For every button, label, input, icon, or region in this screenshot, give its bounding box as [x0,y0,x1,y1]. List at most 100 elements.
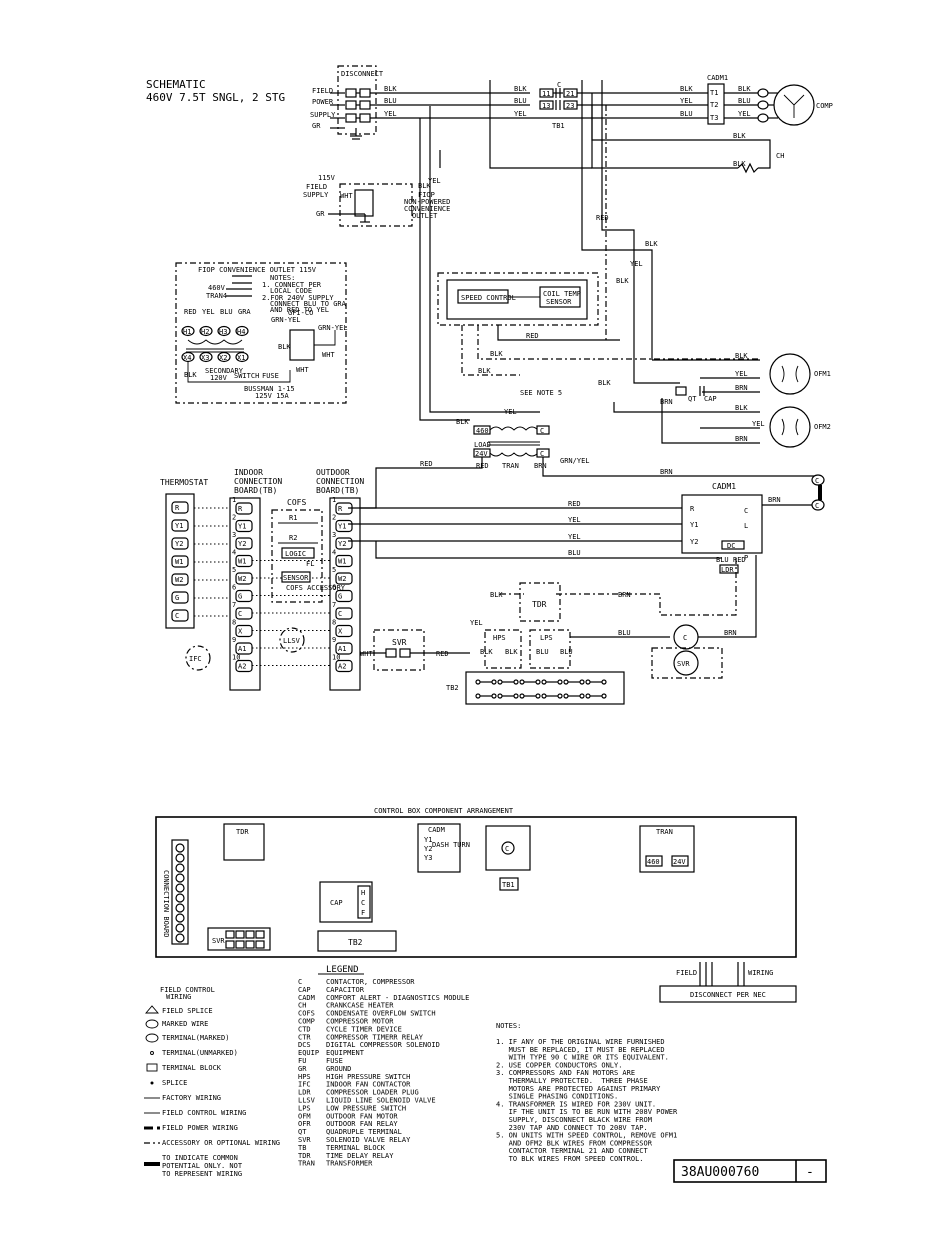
svg-text:RED: RED [436,650,449,658]
legend-desc: TERMINAL BLOCK [326,1144,386,1152]
svg-text:BUSSMAN 1-15: BUSSMAN 1-15 [244,385,295,393]
svg-text:DISCONNECT PER NEC: DISCONNECT PER NEC [690,991,766,999]
svg-text:Y2: Y2 [424,845,432,853]
outdoor_board-num: 4 [332,549,336,557]
note-line: TO BLK WIRES FROM SPEED CONTROL. [496,1155,644,1163]
svg-text:SVR: SVR [212,937,225,945]
svg-text:C: C [540,427,544,435]
non-powered-outlet: 115V FIELD SUPPLY WHT GR FIOP NON-POWERE… [303,174,450,227]
svg-text:BOARD(TB): BOARD(TB) [234,486,277,495]
supply-label: SUPPLY [310,111,336,119]
svg-text:GRN-YEL: GRN-YEL [318,324,348,332]
svg-text:FIELD POWER WIRING: FIELD POWER WIRING [162,1124,238,1132]
svg-text:C: C [815,477,819,485]
legend-abbr: DCS [298,1041,311,1049]
svg-text:X2: X2 [219,354,227,362]
svg-text:BLK: BLK [738,85,751,93]
svg-text:T2: T2 [710,101,718,109]
svg-text:SPLICE: SPLICE [162,1079,187,1087]
fiop-outlet-box [175,262,347,404]
legend-desc: QUADRUPLE TERMINAL [326,1128,402,1136]
svg-text:21: 21 [566,90,574,98]
note-line: 1. IF ANY OF THE ORIGINAL WIRE FURNISHED [496,1038,665,1046]
svg-text:BLK: BLK [645,240,658,248]
legend-desc: GROUND [326,1065,351,1073]
thermostat-term-label: Y2 [175,540,183,548]
thermostat-term-label: W2 [175,576,183,584]
tb2-block [465,671,625,705]
svg-text:SENSOR: SENSOR [283,574,309,582]
tb1-label: TB1 [552,122,565,130]
svg-text:BLK: BLK [598,379,611,387]
speed-control-label: SPEED CONTROL [461,294,516,302]
note-line: 230V TAP AND CONNECT TO 208V TAP. [496,1124,648,1132]
svg-text:POTENTIAL ONLY. NOT: POTENTIAL ONLY. NOT [162,1162,243,1170]
cadm1-top-label: CADM1 [707,74,728,82]
legend-abbr: QT [298,1128,307,1136]
svg-text:TO REPRESENT WIRING: TO REPRESENT WIRING [162,1170,242,1178]
svg-text:COIL TEMP: COIL TEMP [543,290,581,298]
outdoor_board-num: 1 [332,496,336,504]
revision: - [806,1165,814,1180]
ofm1-label: OFM1 [814,370,831,378]
svg-text:TB2: TB2 [446,684,459,692]
outdoor_board-num: 8 [332,619,336,627]
svg-text:RED: RED [568,500,581,508]
wire-blk-1: BLK [384,85,397,93]
legend-abbr: IFC [298,1081,311,1089]
outdoor_board-term-label: W1 [338,558,346,566]
svg-text:RED: RED [596,214,609,222]
thermostat-term-label: W1 [175,558,183,566]
schematic-subtitle: 460V 7.5T SNGL, 2 STG [146,91,285,104]
outdoor_board-term-label: Y2 [338,540,346,548]
thermostat-term [171,501,189,514]
svg-text:FUSE: FUSE [262,372,279,380]
svg-text:BLK: BLK [184,371,197,379]
svg-text:CONNECT BLU TO GRA: CONNECT BLU TO GRA [270,300,347,308]
indoor_board-num: 3 [232,531,236,539]
svg-text:CAP: CAP [330,899,343,907]
svg-text:YEL: YEL [752,420,765,428]
svg-text:FIELD: FIELD [306,183,327,191]
svg-text:BLK: BLK [478,367,491,375]
svg-text:L: L [744,522,748,530]
ifc-label: IFC [189,655,202,663]
drawing-number: 38AU000760 [681,1165,759,1180]
thermostat-term [171,573,189,586]
outdoor_board-num: 6 [332,584,336,592]
legend-desc: COMPRESSOR TIMERR RELAY [326,1033,424,1041]
legend-symbols: FIELD CONTROL WIRING FIELD SPLICE MARKED… [144,986,280,1178]
svg-text:Y1: Y1 [424,836,432,844]
ofm1-motor [769,353,811,395]
svg-text:C: C [744,507,748,515]
legend-abbr: CTR [298,1033,311,1041]
svg-text:BRN: BRN [735,384,748,392]
see-note-5: SEE NOTE 5 [520,389,562,397]
legend-desc: CRANKCASE HEATER [326,1002,394,1010]
wire-blu-1: BLU [384,97,397,105]
note-line: AND OFM2 BLK WIRES FROM COMPRESSOR [496,1139,653,1147]
svg-text:FACTORY WIRING: FACTORY WIRING [162,1094,221,1102]
svg-text:GR: GR [316,210,325,218]
svg-text:OUTLET: OUTLET [412,212,438,220]
svg-text:C: C [683,634,687,642]
svg-text:BRN: BRN [768,496,781,504]
svg-text:GRN-YEL: GRN-YEL [271,316,301,324]
control-box-title: CONTROL BOX COMPONENT ARRANGEMENT [374,807,514,815]
tdr-box [519,582,561,622]
legend-desc: INDOOR FAN CONTACTOR [326,1081,411,1089]
ch-label: CH [776,152,784,160]
svg-text:BRN: BRN [660,468,673,476]
thermostat-term [171,609,189,622]
svg-text:C: C [505,845,509,853]
legend-abbr: CH [298,1002,306,1010]
legend-abbr: LPS [298,1104,311,1112]
legend-desc: HIGH PRESSURE SWITCH [326,1073,410,1081]
outdoor_board-term [335,659,353,673]
thermostat-term [171,519,189,532]
svg-text:BLK: BLK [680,85,693,93]
legend-abbr: CAP [298,986,311,994]
svg-text:H3: H3 [219,328,227,336]
svg-text:LOGIC: LOGIC [285,550,306,558]
